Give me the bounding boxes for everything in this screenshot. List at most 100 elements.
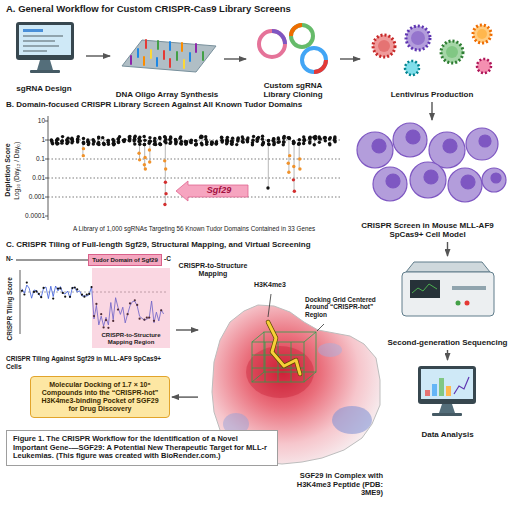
data-point [148,136,151,139]
tiling-point [23,293,25,295]
sequencer-icon [452,286,486,290]
tiling-point [57,288,59,290]
oligo-array-icon [181,43,183,51]
lentivirus-icon [406,26,430,50]
data-point [323,136,326,139]
data-point [117,137,120,140]
data-point [92,139,95,142]
computer-icon [23,50,47,52]
data-range-line [268,141,269,188]
oligo-array-icon [195,44,197,52]
node-text: CRISPR Tiling Against Sgf29 in MLL-AF9 S… [6,355,174,370]
data-point [267,139,270,142]
workflow-step: Data Analysis [390,362,505,440]
data-point [333,137,336,140]
computer-icon [418,366,476,404]
data-point [65,142,68,145]
tick-label: 0.001 [20,193,45,200]
oligo-array-icon [157,41,159,49]
data-point [266,186,269,189]
data-point [220,135,223,138]
tiling-point [88,293,90,295]
connector-arrow [172,396,198,397]
connector-arrow [86,55,110,56]
plasmid-icon [302,48,326,72]
oligo-array-icon [169,42,171,50]
oligo-array-icon [143,57,145,65]
data-point [278,140,281,143]
cell-icon [491,173,501,183]
lentivirus-icon [373,25,491,75]
lentivirus-icon [473,25,491,43]
data-point [82,137,85,140]
docking-grid [252,332,264,342]
data-point [87,141,90,144]
docking-grid [304,372,316,382]
cell-icon [482,168,506,192]
data-point [220,139,223,142]
data-point [262,141,265,144]
data-point [164,192,167,195]
cell-icon [373,167,407,201]
data-point [112,143,115,146]
data-point [82,141,85,144]
gridline [48,178,342,179]
node-text: Data Analysis [421,430,473,439]
chart-axis [45,178,48,179]
data-point [70,137,73,140]
data-point [205,140,208,143]
cell-icon [461,175,475,189]
data-point [158,136,161,139]
data-point [185,140,188,143]
peptide [268,322,300,374]
data-point [262,141,265,144]
data-point [143,163,146,166]
data-point [328,143,331,146]
data-point [215,142,218,145]
data-point [204,135,207,138]
workflow-step: DNA Oligo Array Synthesis [112,18,222,100]
computer-icon [16,22,74,60]
data-point [226,139,229,142]
cell-icon [372,139,386,153]
axis-title: CRISPR Tiling Score [5,277,12,340]
computer-icon [19,25,71,55]
data-point [76,139,79,142]
computer-icon [421,369,473,399]
data-point [97,135,100,138]
data-point [231,141,234,144]
data-point [282,140,285,143]
data-point [148,139,151,142]
data-point [82,147,85,150]
data-point [144,167,147,170]
connector-arrow [431,102,432,120]
node-text: Tudor Domain of Sgf29 [92,257,158,264]
data-point [298,167,301,170]
data-point [56,137,59,140]
data-point [128,135,131,138]
protein-map [16,260,88,261]
data-point [148,148,151,151]
panel-heading: C. CRISPR Tiling of Full-length Sgf29, S… [6,240,436,249]
data-point [257,136,260,139]
cell-icon [357,132,393,168]
data-point [236,136,239,139]
sequencer-icon [410,280,440,298]
data-point [292,142,295,145]
data-point [163,135,166,138]
oligo-array-icon [122,40,216,72]
data-point [199,135,202,138]
data-point [292,165,295,168]
oligo-array-icon [176,52,178,60]
chart-axis [20,270,21,334]
data-point [230,140,233,143]
leader-line [317,324,324,331]
data-point [303,139,306,142]
cell-icon [410,162,446,198]
data-point [163,203,166,206]
cell-icon [406,130,420,144]
node-text: CRISPR-to-Structure Mapping Region [94,332,168,346]
data-point [82,154,85,157]
data-point [97,143,100,146]
data-point [194,139,197,142]
